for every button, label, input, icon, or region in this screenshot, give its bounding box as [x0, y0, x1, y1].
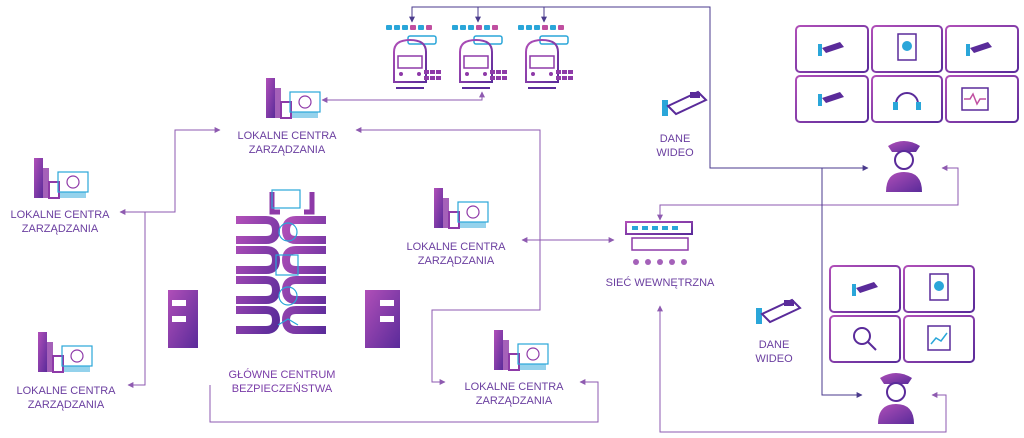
trains-group [386, 25, 573, 89]
headquarters-building-icon [145, 189, 420, 359]
label-line: ZARZĄDZANIA [417, 255, 495, 267]
local-center-left-bottom-label: LOKALNE CENTRA ZARZĄDZANIA [16, 384, 115, 412]
video-data-top-label: DANE WIDEO [656, 132, 693, 160]
local-center-icon [33, 157, 89, 199]
local-center-icon [433, 187, 489, 229]
monitor-wall-bottom-icons [852, 273, 951, 351]
video-connections [409, 6, 869, 398]
link-left-spine [127, 212, 146, 388]
local-center-icon [493, 329, 549, 371]
cctv-camera-icon [818, 92, 844, 106]
local-center-mid-label: LOKALNE CENTRA ZARZĄDZANIA [406, 240, 505, 268]
link-video-right [821, 168, 863, 398]
label-line: ZARZĄDZANIA [475, 395, 553, 407]
cctv-camera-icon [966, 42, 992, 56]
main-center-label: GŁÓWNE CENTRUM BEZPIECZEŃSTWA [229, 368, 336, 396]
video-data-bottom-label: DANE WIDEO [755, 338, 792, 366]
cctv-camera-icon [756, 298, 802, 324]
connections [119, 91, 959, 433]
link-trains-to-local-top [321, 91, 485, 103]
label-line: SIEĆ WEWNĘTRZNA [605, 277, 715, 289]
local-center-left-top-label: LOKALNE CENTRA ZARZĄDZANIA [10, 208, 109, 236]
headset-icon [893, 92, 921, 110]
health-monitor-icon [961, 87, 989, 111]
label-line: ZARZĄDZANIA [248, 144, 326, 156]
report-chart-icon [929, 273, 949, 301]
label-line: LOKALNE CENTRA [406, 241, 506, 253]
label-line: WIDEO [755, 353, 793, 365]
network-switch-icon [625, 221, 693, 265]
label-line: ZARZĄDZANIA [21, 223, 99, 235]
monitor-wall-bottom [829, 265, 975, 363]
internal-network-label: SIEĆ WEWNĘTRZNA [606, 276, 715, 290]
cctv-camera-icon [852, 282, 878, 296]
label-line: GŁÓWNE CENTRUM [228, 369, 336, 381]
label-line: LOKALNE CENTRA [464, 381, 564, 393]
label-line: LOKALNE CENTRA [237, 130, 337, 142]
train-icon [518, 25, 573, 89]
local-center-top-label: LOKALNE CENTRA ZARZĄDZANIA [237, 129, 336, 157]
link-network-to-bottom [657, 305, 947, 433]
label-line: WIDEO [656, 147, 694, 159]
monitor-wall-top [795, 25, 1019, 123]
search-analytics-icon [853, 327, 877, 351]
monitor-wall-top-icons [818, 33, 992, 111]
label-line: DANE [758, 339, 790, 351]
cctv-camera-icon [662, 90, 708, 116]
link-top-right-loop [355, 127, 541, 385]
link-bottom-loop [209, 379, 599, 423]
report-document-icon [897, 33, 917, 61]
train-icon [386, 25, 441, 89]
local-center-icon [37, 331, 93, 373]
label-line: LOKALNE CENTRA [10, 209, 110, 221]
local-center-bottom-label: LOKALNE CENTRA ZARZĄDZANIA [464, 380, 563, 408]
label-line: ZARZĄDZANIA [27, 399, 105, 411]
local-center-icon [266, 78, 321, 119]
label-line: LOKALNE CENTRA [16, 385, 116, 397]
link-local-top-to-left [119, 127, 221, 215]
security-officer-icon [878, 373, 914, 424]
security-officer-icon [886, 141, 922, 192]
link-network-to-top [657, 165, 959, 221]
cctv-camera-icon [818, 42, 844, 56]
label-line: BEZPIECZEŃSTWA [231, 383, 333, 395]
train-icon [452, 25, 507, 89]
label-line: DANE [659, 133, 691, 145]
chart-document-icon [927, 325, 951, 351]
